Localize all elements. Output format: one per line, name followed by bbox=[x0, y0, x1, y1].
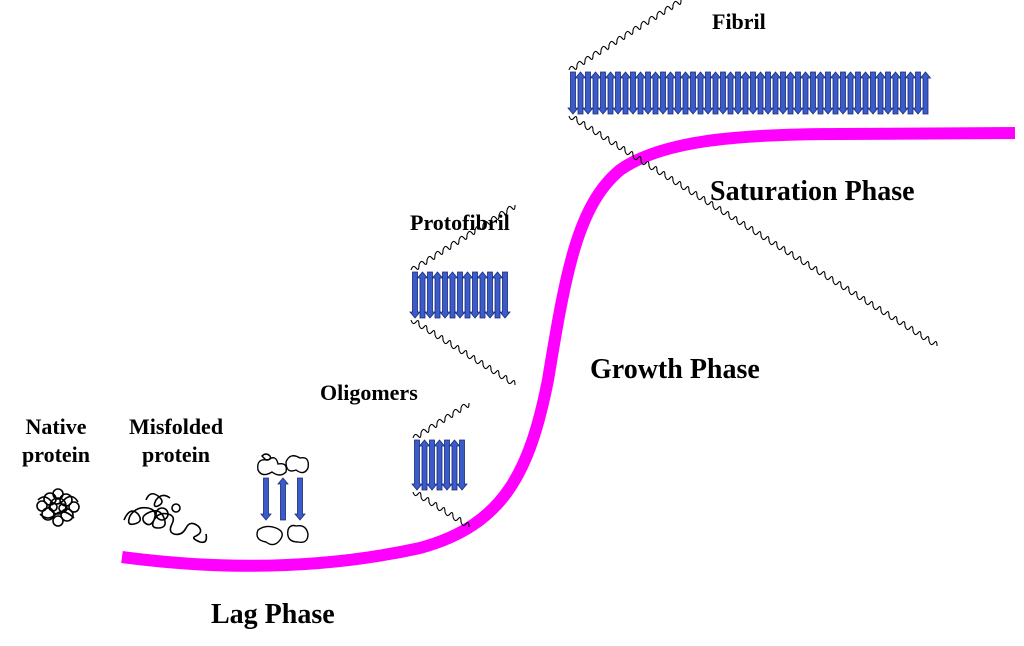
misfolded-protein-label-line1: Misfolded bbox=[128, 414, 224, 439]
beta-strand bbox=[491, 271, 504, 319]
beta-strand bbox=[499, 271, 511, 319]
nucleus-icon bbox=[256, 453, 310, 546]
native-protein-label-line2: protein bbox=[21, 442, 91, 467]
native-protein-icon bbox=[36, 488, 80, 527]
growth-phase-label: Growth Phase bbox=[590, 354, 760, 385]
beta-strand bbox=[277, 477, 289, 521]
beta-strand bbox=[294, 477, 306, 521]
oligomer-icon bbox=[411, 402, 470, 528]
beta-strand bbox=[431, 271, 444, 319]
beta-strand bbox=[454, 271, 466, 319]
native-protein-label-line1: Native bbox=[25, 414, 87, 439]
beta-strand bbox=[409, 271, 421, 319]
beta-strand bbox=[433, 439, 446, 491]
beta-strand bbox=[416, 271, 429, 319]
beta-strand bbox=[448, 439, 461, 491]
beta-strand bbox=[456, 439, 468, 491]
fibril-label: Fibril bbox=[712, 9, 766, 34]
native-protein-label: Native protein bbox=[8, 413, 104, 469]
beta-strand bbox=[424, 271, 436, 319]
protofibril-label: Protofibril bbox=[410, 210, 510, 235]
beta-strand bbox=[446, 271, 459, 319]
beta-strand bbox=[418, 439, 431, 491]
fibril-icon bbox=[567, 0, 938, 347]
beta-strand bbox=[461, 271, 474, 319]
misfolded-protein-label-line2: protein bbox=[141, 442, 211, 467]
beta-strand bbox=[476, 271, 489, 319]
beta-strand bbox=[439, 271, 451, 319]
oligomers-label: Oligomers bbox=[320, 380, 418, 405]
misfolded-protein-icon bbox=[123, 492, 208, 544]
protofibril-icon bbox=[409, 204, 516, 386]
misfolded-protein-label: Misfolded protein bbox=[108, 413, 244, 469]
beta-strand bbox=[426, 439, 438, 491]
beta-strand bbox=[469, 271, 481, 319]
beta-strand bbox=[260, 477, 272, 521]
beta-strand bbox=[919, 71, 932, 115]
saturation-phase-label: Saturation Phase bbox=[710, 176, 915, 207]
lag-phase-label: Lag Phase bbox=[211, 599, 335, 630]
beta-strand bbox=[484, 271, 496, 319]
beta-strand bbox=[441, 439, 453, 491]
aggregation-curve bbox=[121, 127, 1016, 572]
beta-strand bbox=[411, 439, 423, 491]
